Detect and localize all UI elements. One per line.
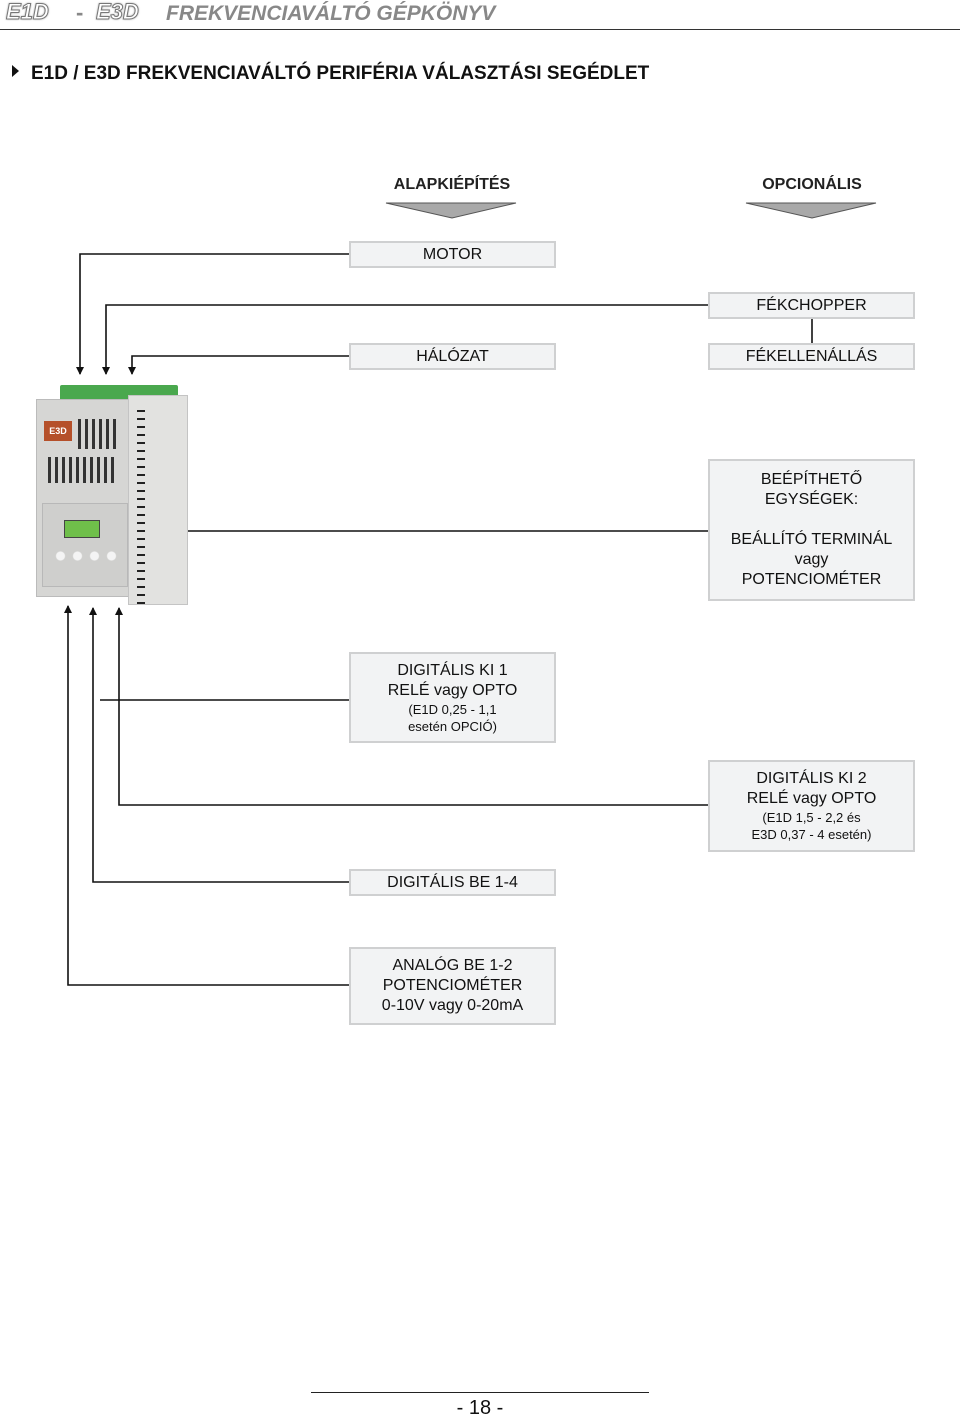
analog-in-line: 0-10V vagy 0-20mA bbox=[381, 997, 524, 1014]
box-builtin-units: BEÉPÍTHETŐ EGYSÉGEK: BEÁLLÍTÓ TERMINÁL v… bbox=[708, 459, 915, 601]
network-line bbox=[128, 355, 350, 375]
digital-out2-line bbox=[115, 607, 709, 806]
analog-in-line bbox=[64, 605, 350, 986]
analog-in-line: POTENCIOMÉTER bbox=[382, 977, 523, 994]
optional-down-arrow bbox=[745, 202, 877, 219]
e3d-logo: E3D bbox=[96, 0, 140, 24]
builtin-line: BEÁLLÍTÓ TERMINÁL bbox=[730, 531, 893, 548]
builtin-line: POTENCIOMÉTER bbox=[741, 571, 882, 588]
device-vents-top bbox=[78, 419, 118, 449]
section-heading-text: E1D / E3D FREKVENCIAVÁLTÓ PERIFÉRIA VÁLA… bbox=[31, 63, 650, 84]
page-number: - 18 - bbox=[456, 1397, 504, 1419]
digital-out2-note: (E1D 1,5 - 2,2 és bbox=[762, 810, 861, 825]
logo-dash: - bbox=[76, 0, 84, 25]
column-label-optional: OPCIONÁLIS bbox=[762, 176, 862, 193]
device-side-vents bbox=[128, 395, 188, 605]
box-digital-out-1: DIGITÁLIS KI 1 RELÉ vagy OPTO (E1D 0,25 … bbox=[349, 652, 556, 743]
device-logo: E3D bbox=[44, 421, 72, 441]
digital-out1-note: esetén OPCIÓ) bbox=[408, 718, 497, 734]
inverter-device-image: E3D bbox=[34, 385, 188, 607]
digital-out1-line: RELÉ vagy OPTO bbox=[387, 681, 518, 699]
box-digital-in: DIGITÁLIS BE 1-4 bbox=[349, 869, 556, 896]
brake-chopper-label: FÉKCHOPPER bbox=[756, 296, 867, 314]
device-vents-middle bbox=[48, 457, 118, 483]
column-label-basic: ALAPKIÉPÍTÉS bbox=[393, 176, 511, 193]
box-network: HÁLÓZAT bbox=[349, 343, 556, 370]
digital-out2-note: E3D 0,37 - 4 esetén) bbox=[751, 827, 872, 842]
digital-in-label: DIGITÁLIS BE 1-4 bbox=[387, 873, 518, 891]
digital-out2-line: RELÉ vagy OPTO bbox=[746, 790, 877, 807]
header-divider bbox=[0, 29, 960, 30]
builtin-line: EGYSÉGEK: bbox=[764, 491, 859, 508]
e1d-logo: E1D bbox=[6, 0, 50, 24]
builtin-line: vagy bbox=[794, 551, 829, 568]
analog-in-line: ANALÓG BE 1-2 bbox=[392, 957, 513, 974]
document-title: FREKVENCIAVÁLTÓ GÉPKÖNYV bbox=[166, 2, 496, 25]
device-lcd-display bbox=[64, 520, 100, 538]
motor-label: MOTOR bbox=[422, 245, 483, 263]
section-heading: E1D / E3D FREKVENCIAVÁLTÓ PERIFÉRIA VÁLA… bbox=[12, 63, 649, 85]
box-brake-chopper: FÉKCHOPPER bbox=[708, 292, 915, 319]
box-motor: MOTOR bbox=[349, 241, 556, 268]
device-keys bbox=[52, 550, 122, 562]
footer-divider bbox=[311, 1392, 649, 1393]
digital-in-line bbox=[89, 607, 350, 883]
network-label: HÁLÓZAT bbox=[416, 347, 489, 365]
box-brake-resistor: FÉKELLENÁLLÁS bbox=[708, 343, 915, 370]
basic-down-arrow bbox=[385, 202, 517, 219]
digital-out1-note: (E1D 0,25 - 1,1 bbox=[408, 701, 497, 717]
brake-resistor-label: FÉKELLENÁLLÁS bbox=[745, 347, 878, 365]
box-analog-in: ANALÓG BE 1-2 POTENCIOMÉTER 0-10V vagy 0… bbox=[349, 947, 556, 1025]
builtin-line: BEÉPÍTHETŐ bbox=[760, 471, 863, 488]
motor-line bbox=[76, 253, 350, 375]
bullet-triangle-icon bbox=[12, 65, 19, 77]
box-digital-out-2: DIGITÁLIS KI 2 RELÉ vagy OPTO (E1D 1,5 -… bbox=[708, 760, 915, 852]
device-keypad-panel bbox=[42, 503, 128, 587]
digital-out2-line: DIGITÁLIS KI 2 bbox=[756, 770, 867, 787]
digital-out1-line: DIGITÁLIS KI 1 bbox=[397, 661, 508, 679]
chopper-line bbox=[102, 304, 709, 375]
